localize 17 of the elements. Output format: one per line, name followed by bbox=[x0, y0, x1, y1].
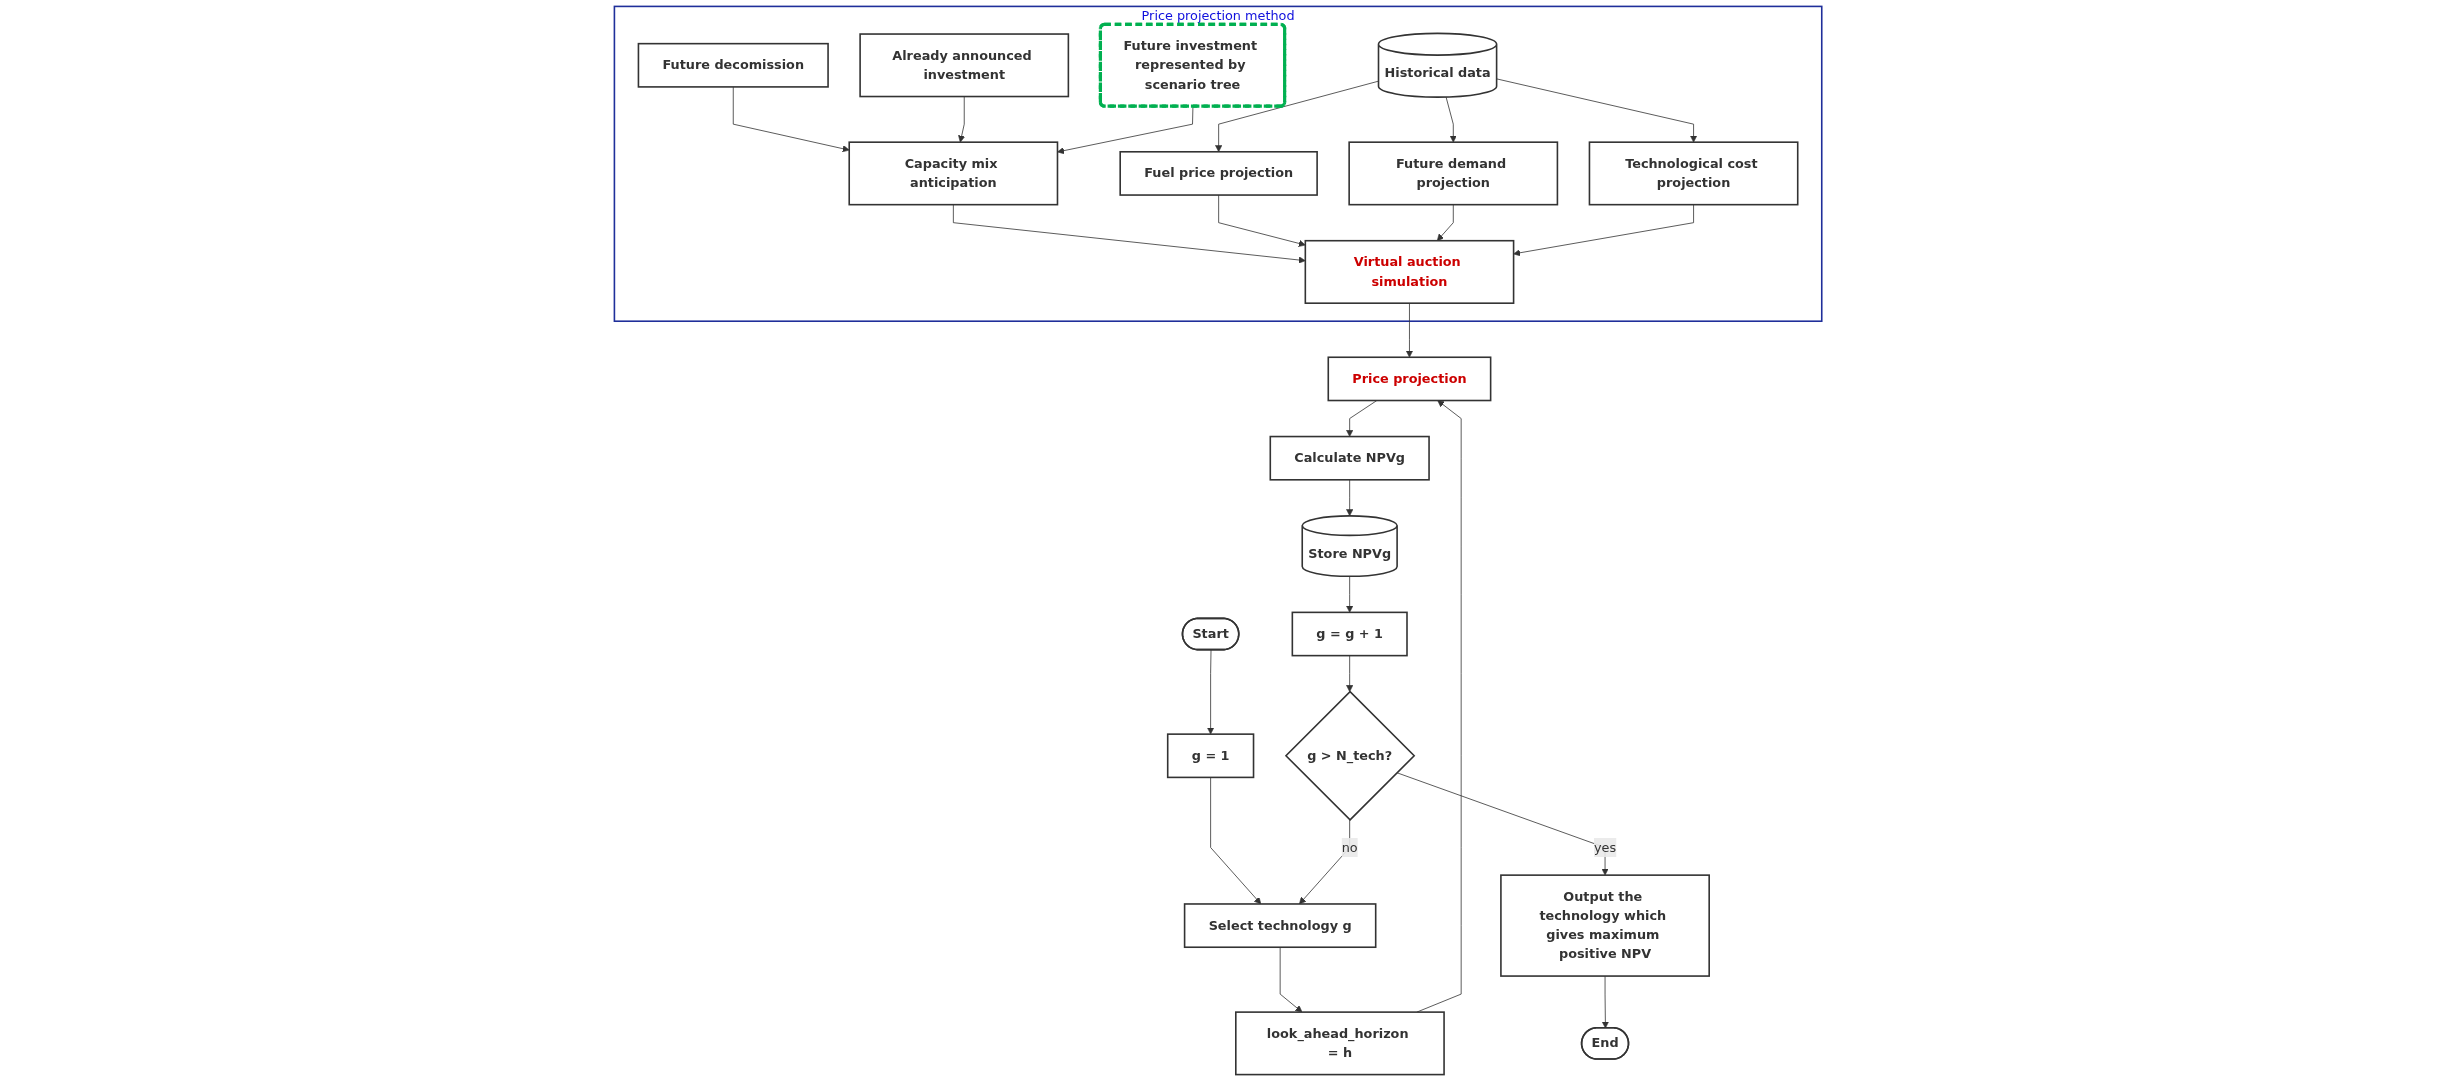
node-box: look_ahead_horizon = h bbox=[1235, 1011, 1446, 1076]
node-box: Future demand projection bbox=[1348, 141, 1559, 206]
node-box: g = g + 1 bbox=[1291, 611, 1409, 657]
edge-label: yes bbox=[1594, 839, 1617, 855]
node-box: Output the technology which gives maximum positive NPV bbox=[1500, 874, 1711, 977]
node-diamond: g > N_tech? bbox=[1285, 690, 1416, 821]
node-box: Technological cost projection bbox=[1589, 141, 1799, 206]
node-box: Select technology g bbox=[1184, 903, 1377, 949]
node-box: Future decomission bbox=[638, 42, 830, 88]
node-box: Virtual auction simulation bbox=[1304, 239, 1515, 304]
node-box: Calculate NPVg bbox=[1269, 435, 1431, 481]
node-box: g = 1 bbox=[1167, 733, 1255, 779]
edge-label: no bbox=[1342, 839, 1359, 855]
node-box: Price projection bbox=[1327, 356, 1492, 402]
node-box: Fuel price projection bbox=[1119, 151, 1319, 196]
node-box: Capacity mix anticipation bbox=[848, 141, 1059, 206]
node-box: Already announced investment bbox=[859, 33, 1070, 98]
